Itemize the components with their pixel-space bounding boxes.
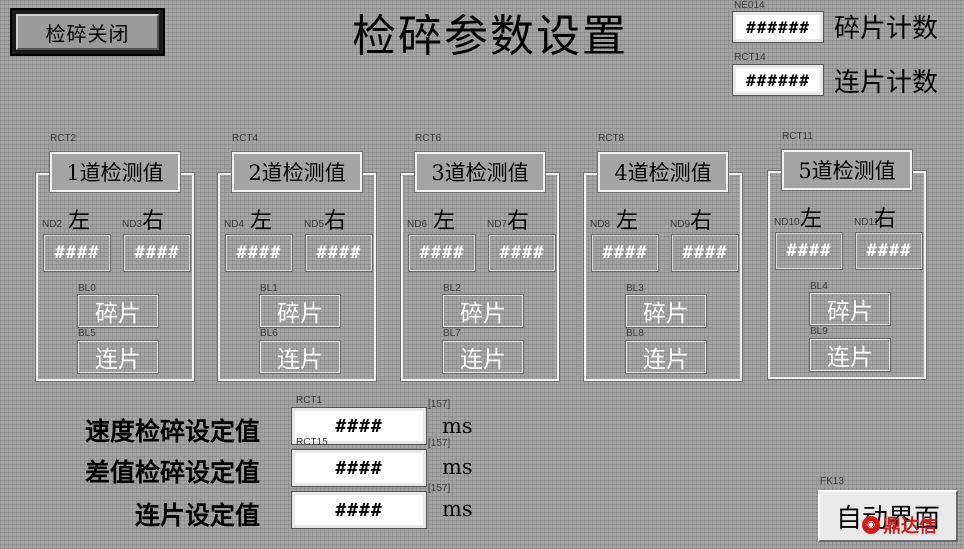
right-value-tag: ND7 (487, 219, 508, 230)
fragment-bit-tag: BL0 (78, 283, 96, 294)
auto-button-tag: FK13 (820, 476, 844, 487)
right-value-tag: ND11 (854, 217, 879, 228)
fragment-indicator[interactable]: 碎片 (259, 294, 341, 328)
right-value-display: #### (305, 234, 373, 272)
continuous-indicator[interactable]: 连片 (809, 338, 891, 372)
auto-screen-label: 自动界面 (835, 503, 940, 534)
right-label: 右 (142, 209, 165, 234)
speed-setting-tag: RCT1 (296, 395, 323, 406)
channel-tag: RCT6 (415, 133, 442, 144)
page-title: 检碎参数设置 (352, 11, 628, 62)
right-value-display: #### (671, 234, 739, 272)
fragment-bit-tag: BL3 (626, 283, 644, 294)
continuous-bit-tag: BL7 (443, 328, 461, 339)
left-label: 左 (616, 209, 639, 234)
channel-panel-4: 4道检测值 ND8 左 ND9 右 #### #### BL3 碎片 BL8 连… (583, 151, 743, 382)
left-value-display: #### (43, 234, 111, 272)
watermark-text: 鼎达信 (883, 516, 937, 537)
fragment-count-label: 碎片计数 (834, 14, 939, 44)
fragment-bit-tag: BL2 (443, 283, 461, 294)
continuous-bit-tag: BL6 (260, 328, 278, 339)
difference-setting-unit: ms (442, 455, 473, 479)
channel-title: 2道检测值 (231, 151, 363, 193)
difference-setting-range: [157] (428, 438, 451, 449)
channel-panel-1: 1道检测值 ND2 左 ND3 右 #### #### BL0 碎片 BL5 连… (35, 151, 195, 382)
difference-setting-tag: RCT15 (296, 437, 328, 448)
left-label: 左 (800, 207, 823, 232)
left-value-display: #### (591, 234, 659, 272)
channel-tag: RCT8 (598, 133, 625, 144)
right-value-display: #### (123, 234, 191, 272)
fragment-indicator[interactable]: 碎片 (625, 294, 707, 328)
left-label: 左 (433, 209, 456, 234)
left-label: 左 (250, 209, 273, 234)
channel-title: 5道检测值 (781, 149, 913, 191)
difference-setting-input[interactable]: #### (291, 449, 427, 487)
continuous-indicator[interactable]: 连片 (259, 340, 341, 374)
right-value-display: #### (488, 234, 556, 272)
channel-panel-2: 2道检测值 ND4 左 ND5 右 #### #### BL1 碎片 BL6 连… (217, 151, 377, 382)
channel-title: 4道检测值 (597, 151, 729, 193)
continuous-count-label: 连片计数 (834, 68, 939, 98)
close-detection-button[interactable]: 检碎关闭 (10, 8, 165, 56)
continuous-bit-tag: BL5 (78, 328, 96, 339)
channel-panel-3: 3道检测值 ND6 左 ND7 右 #### #### BL2 碎片 BL7 连… (400, 151, 560, 382)
speed-setting-label: 速度检碎设定值 (84, 417, 260, 446)
channel-tag: RCT2 (50, 133, 77, 144)
speed-setting-input[interactable]: #### (291, 407, 427, 445)
left-value-tag: ND10 (774, 217, 800, 228)
continuous-bit-tag: BL8 (626, 328, 644, 339)
fragment-indicator[interactable]: 碎片 (809, 292, 891, 326)
counter-tag-continuous: RCT14 (734, 52, 766, 63)
continuous-indicator[interactable]: 连片 (77, 340, 159, 374)
channel-panel-5: 5道检测值 ND10 左 ND11 右 #### #### BL4 碎片 BL9… (767, 149, 927, 380)
left-value-tag: ND4 (224, 219, 245, 230)
right-label: 右 (874, 207, 897, 232)
continuous-setting-label: 连片设定值 (134, 501, 260, 530)
left-value-tag: ND8 (590, 219, 611, 230)
right-label: 右 (507, 209, 530, 234)
difference-setting-label: 差值检碎设定值 (84, 458, 260, 487)
channel-tag: RCT4 (232, 133, 259, 144)
continuous-indicator[interactable]: 连片 (625, 340, 707, 374)
counter-tag-fragments: NE014 (734, 0, 765, 11)
fragment-bit-tag: BL4 (810, 281, 828, 292)
left-value-display: #### (408, 234, 476, 272)
watermark: ◉ 鼎达信 (862, 512, 937, 538)
fragment-indicator[interactable]: 碎片 (442, 294, 524, 328)
left-value-tag: ND2 (42, 219, 63, 230)
channel-tag: RCT11 (782, 131, 813, 142)
continuous-setting-range: [157] (428, 483, 451, 494)
left-label: 左 (68, 209, 91, 234)
continuous-bit-tag: BL9 (810, 326, 828, 337)
left-value-display: #### (775, 232, 843, 270)
speed-setting-range: [157] (428, 399, 451, 410)
continuous-setting-input[interactable]: #### (291, 491, 427, 529)
left-value-display: #### (225, 234, 293, 272)
watermark-logo-icon: ◉ (862, 516, 880, 534)
close-detection-label: 检碎关闭 (16, 14, 159, 50)
auto-screen-button[interactable]: 自动界面 (818, 490, 958, 542)
fragment-indicator[interactable]: 碎片 (77, 294, 159, 328)
left-value-tag: ND6 (407, 219, 428, 230)
continuous-setting-unit: ms (442, 497, 473, 521)
right-label: 右 (324, 209, 347, 234)
continuous-indicator[interactable]: 连片 (442, 340, 524, 374)
right-value-tag: ND3 (122, 219, 143, 230)
fragment-count-display: ###### (732, 11, 824, 43)
speed-setting-unit: ms (442, 414, 473, 438)
fragment-bit-tag: BL1 (260, 283, 278, 294)
right-value-tag: ND9 (670, 219, 691, 230)
right-value-display: #### (855, 232, 923, 270)
channel-title: 1道检测值 (49, 151, 181, 193)
right-label: 右 (690, 209, 713, 234)
right-value-tag: ND5 (304, 219, 325, 230)
continuous-count-display: ###### (732, 64, 824, 96)
channel-title: 3道检测值 (414, 151, 546, 193)
